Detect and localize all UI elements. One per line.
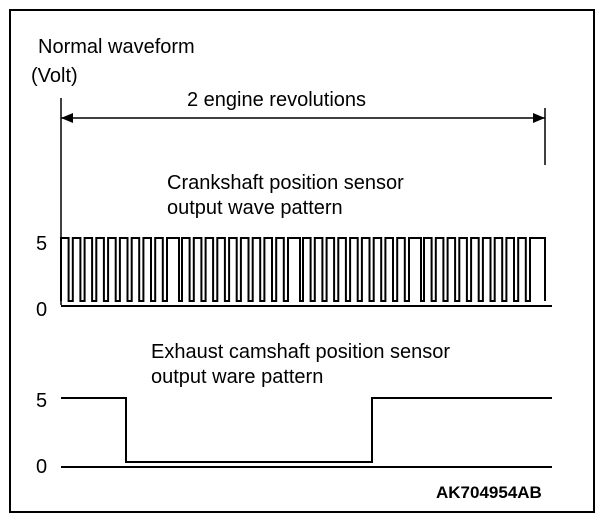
crank-pulse-train bbox=[60, 237, 546, 302]
figure-code: AK704954AB bbox=[436, 483, 542, 502]
span-arrow-right-head bbox=[533, 113, 545, 123]
unit-label: (Volt) bbox=[31, 65, 78, 87]
crank-caption-line1: Crankshaft position sensor bbox=[167, 172, 404, 194]
cam-caption-line1: Exhaust camshaft position sensor bbox=[151, 341, 450, 363]
crank-caption-line2: output wave pattern bbox=[167, 197, 343, 219]
crank-high-label: 5 bbox=[36, 233, 47, 255]
crank-wave bbox=[60, 237, 546, 302]
crank-low-label: 0 bbox=[36, 299, 47, 321]
cam-high-label: 5 bbox=[36, 390, 47, 412]
cam-wave bbox=[61, 397, 552, 463]
span-arrow-left-head bbox=[61, 113, 73, 123]
cam-caption-line2: output ware pattern bbox=[151, 366, 323, 388]
span-label: 2 engine revolutions bbox=[187, 89, 366, 111]
diagram-title: Normal waveform bbox=[38, 36, 195, 58]
cam-low-label: 0 bbox=[36, 456, 47, 478]
figure-frame bbox=[9, 9, 595, 513]
